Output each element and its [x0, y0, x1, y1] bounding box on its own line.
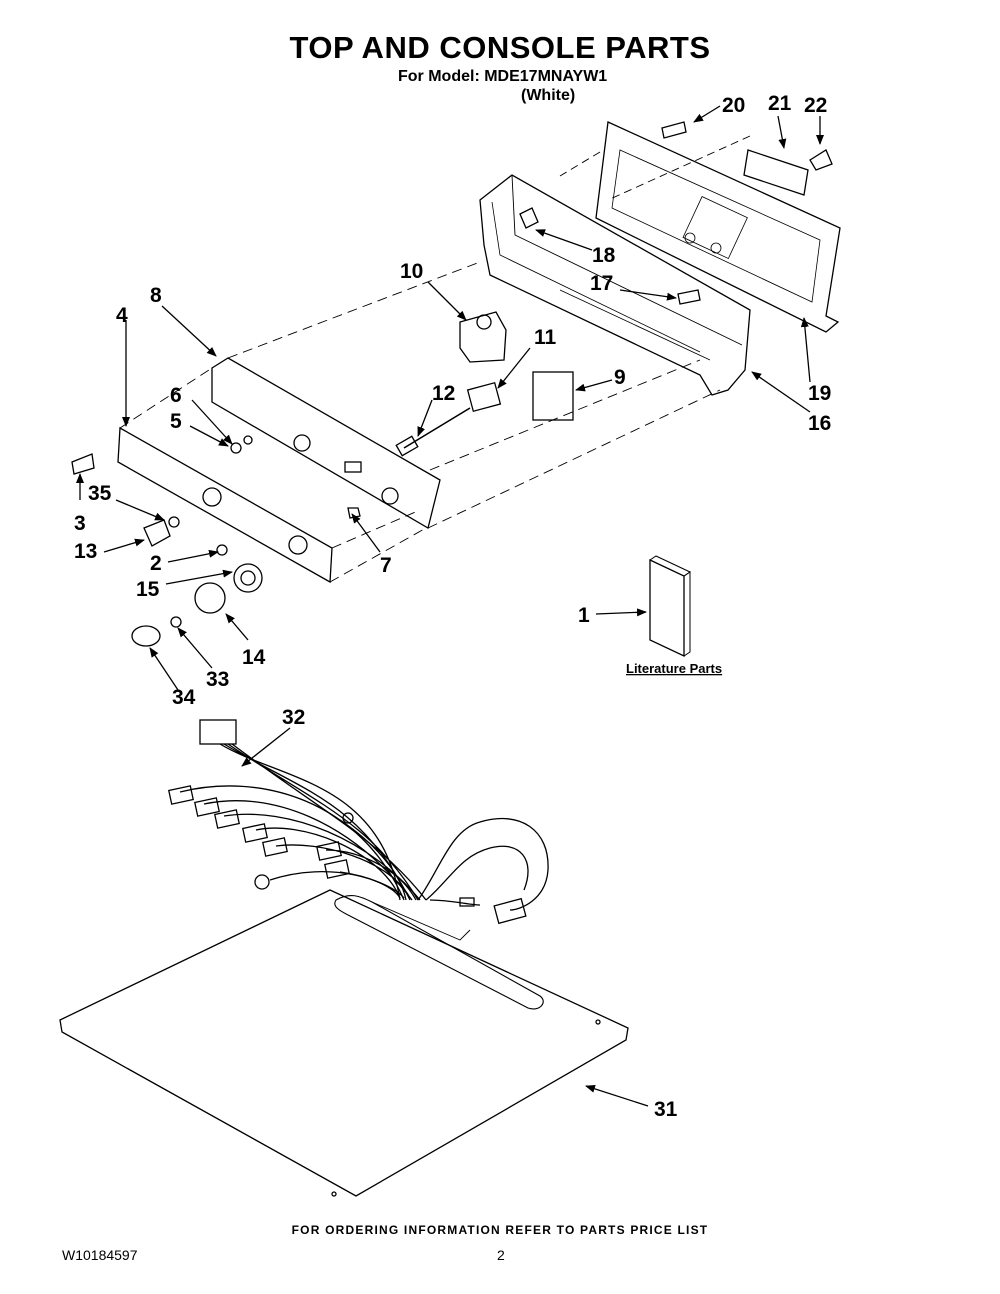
- page-number: 2: [497, 1247, 505, 1263]
- callout-21: 21: [768, 92, 792, 115]
- color-line: (White): [521, 87, 576, 104]
- timer: [459, 311, 507, 363]
- callout-22: 22: [804, 94, 827, 117]
- rear-panel-inner: [611, 149, 821, 303]
- callout-3: 3: [74, 512, 86, 535]
- callout-7: 7: [380, 554, 392, 577]
- callout-6: 6: [170, 384, 182, 407]
- callout-12: 12: [432, 382, 455, 405]
- callout-13: 13: [74, 540, 97, 563]
- rear-panel-hole: [684, 232, 696, 244]
- callout-16: 16: [808, 412, 831, 435]
- literature-book: [649, 558, 685, 658]
- callout-8: 8: [150, 284, 162, 307]
- callout-1: 1: [578, 604, 590, 627]
- control-panel-housing: [211, 357, 441, 529]
- rear-panel-hole: [710, 242, 722, 254]
- pcb-bracket: [743, 149, 809, 196]
- screw: [71, 453, 95, 475]
- wire-harness: [168, 719, 549, 925]
- knob: [194, 582, 226, 614]
- callout-15: 15: [136, 578, 160, 601]
- callout-9: 9: [614, 366, 626, 389]
- callout-5: 5: [170, 410, 182, 433]
- literature-parts-label: Literature Parts: [626, 661, 722, 676]
- callout-19: 19: [808, 382, 831, 405]
- callout-31: 31: [654, 1098, 678, 1121]
- dial-indicator: [131, 625, 161, 647]
- console-body: [479, 174, 751, 396]
- temperature-switch: [532, 371, 574, 421]
- callout-33: 33: [206, 668, 229, 691]
- callout-11: 11: [534, 326, 557, 349]
- callout-35: 35: [88, 482, 112, 505]
- model-line: For Model: MDE17MNAYW1: [398, 68, 608, 85]
- callout-34: 34: [172, 686, 196, 709]
- document-number: W10184597: [62, 1247, 138, 1263]
- rear-panel: [595, 121, 841, 333]
- callout-4: 4: [116, 304, 128, 327]
- jumper-wire: [403, 407, 471, 449]
- callout-17: 17: [590, 272, 613, 295]
- rear-panel-bracket: [682, 196, 748, 260]
- callout-2: 2: [150, 552, 162, 575]
- push-button: [143, 519, 171, 547]
- push-to-start-switch: [466, 381, 502, 413]
- callout-20: 20: [722, 94, 745, 117]
- callout-18: 18: [592, 244, 616, 267]
- ordering-note: FOR ORDERING INFORMATION REFER TO PARTS …: [291, 1223, 709, 1237]
- page-title: TOP AND CONSOLE PARTS: [289, 30, 711, 65]
- callout-32: 32: [282, 706, 305, 729]
- callout-10: 10: [400, 260, 423, 283]
- knob-skirt: [233, 563, 263, 593]
- callout-14: 14: [242, 646, 266, 669]
- dryer-top: [59, 889, 629, 1197]
